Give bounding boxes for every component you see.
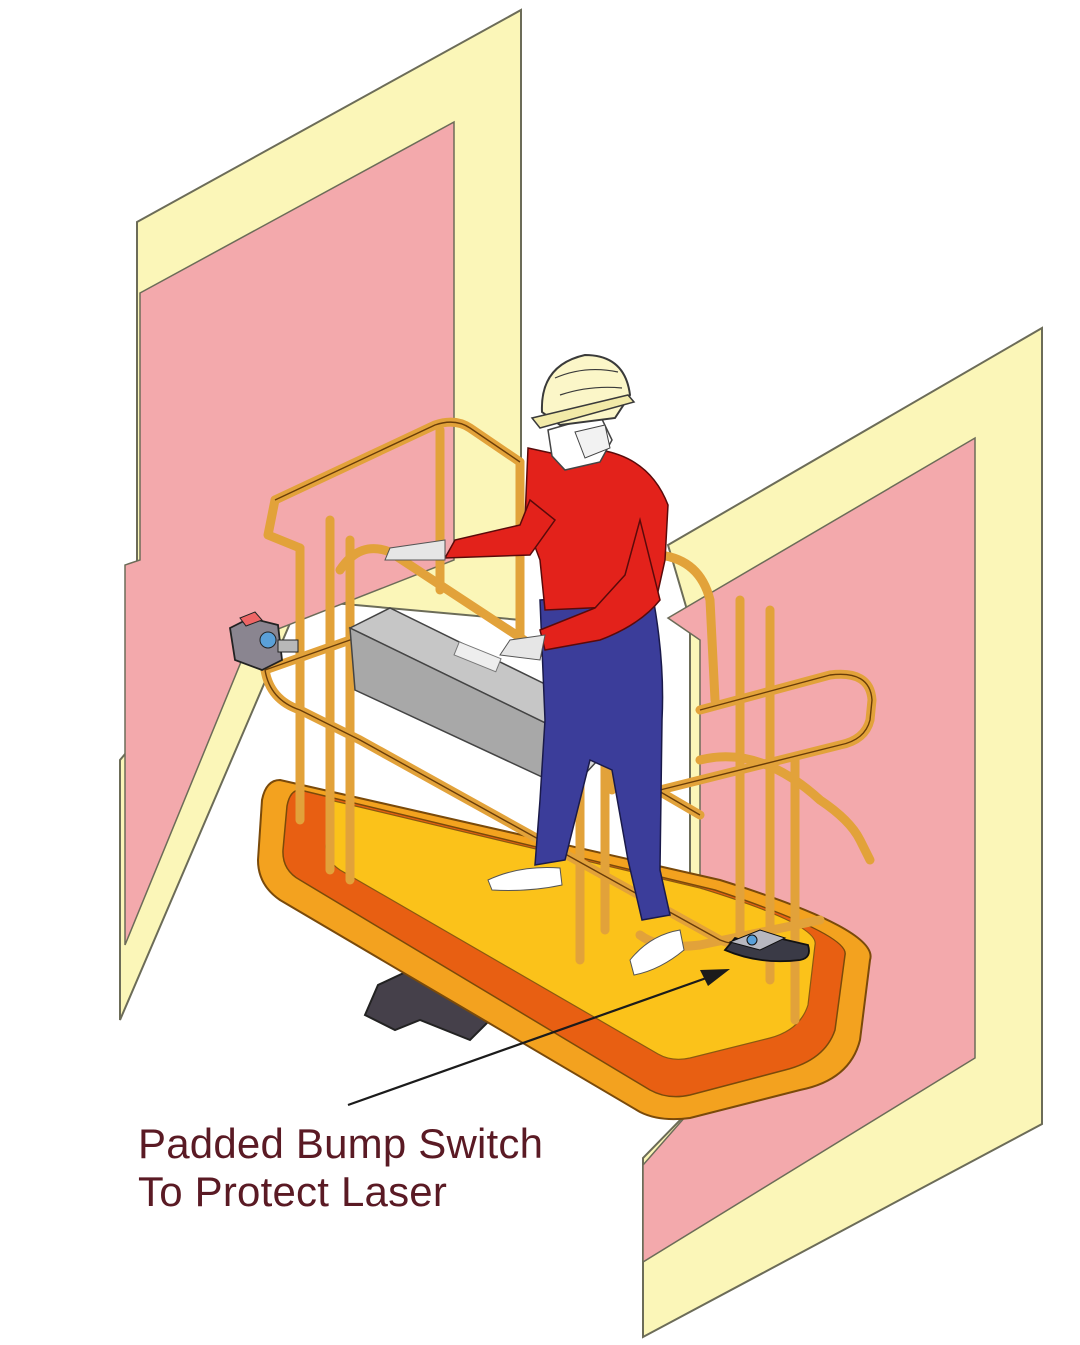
callout-pointer xyxy=(347,969,730,1107)
bump-switch-icon xyxy=(723,929,810,963)
callout-caption: Padded Bump Switch To Protect Laser xyxy=(138,1120,543,1216)
right-laser-plane xyxy=(642,326,1043,1339)
platform-basket xyxy=(256,778,872,1121)
worker-shoe-left xyxy=(487,867,563,891)
worker-arm-right xyxy=(539,517,661,651)
left-plane-field xyxy=(124,120,455,946)
worker-shoe-right xyxy=(629,929,685,976)
worker-hand-right xyxy=(499,634,546,661)
hard-hat-icon xyxy=(530,353,636,429)
caption-line-1: Padded Bump Switch xyxy=(138,1120,544,1167)
left-laser-plane xyxy=(119,8,522,1021)
worker-figure xyxy=(384,353,685,976)
arrowhead-icon xyxy=(700,969,730,986)
caption-line-2: To Protect Laser xyxy=(138,1168,448,1215)
laser-sensor-icon xyxy=(229,611,299,671)
worker-hand-left xyxy=(384,539,446,561)
worker-respirator xyxy=(574,424,611,459)
leader-line xyxy=(347,974,713,1107)
worker-pants xyxy=(534,591,671,921)
